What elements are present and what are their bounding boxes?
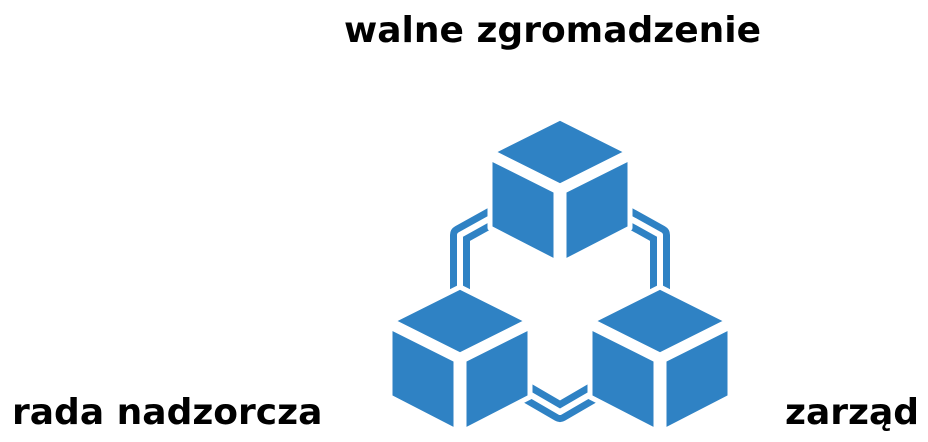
- left-cube: [387, 284, 533, 434]
- general-assembly-label: walne zgromadzenie: [344, 10, 762, 51]
- connected-cubes-icon: [387, 115, 733, 434]
- supervisory-board-label: rada nadzorcza: [12, 392, 323, 433]
- top-cube: [487, 115, 633, 265]
- right-cube: [587, 284, 733, 434]
- management-board-label: zarząd: [785, 392, 920, 433]
